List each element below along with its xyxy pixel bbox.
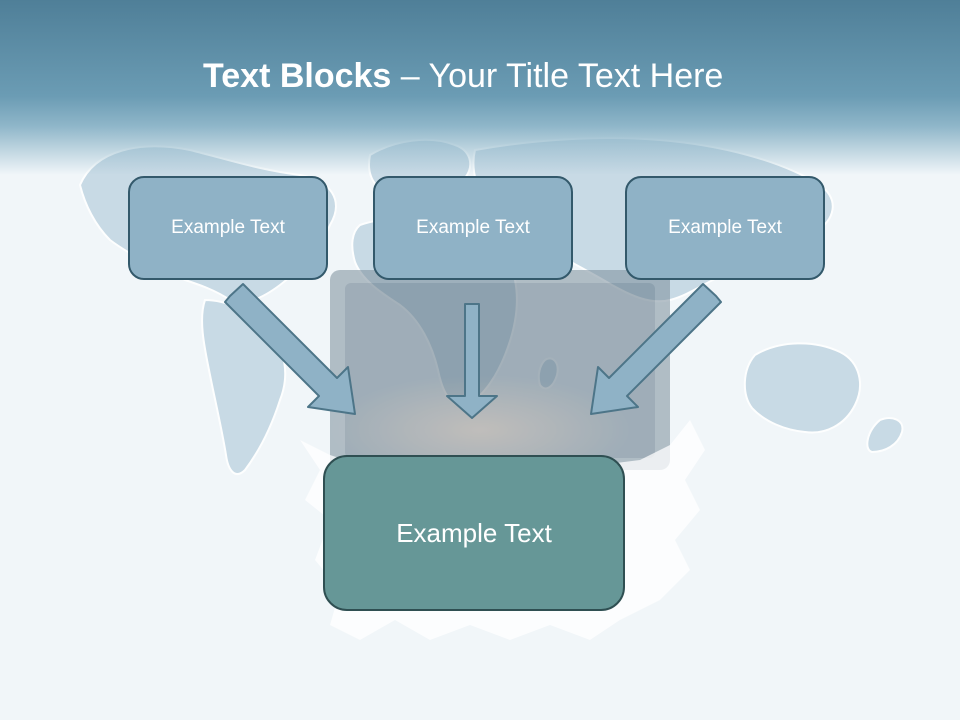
arrow-right — [590, 283, 722, 415]
header-band — [0, 0, 960, 175]
text-box-top-center[interactable]: Example Text — [373, 176, 573, 280]
text-box-top-left-label: Example Text — [171, 217, 285, 238]
arrow-center — [446, 303, 498, 419]
text-box-top-right[interactable]: Example Text — [625, 176, 825, 280]
title-bold-part: Text Blocks — [203, 57, 392, 95]
text-box-top-left[interactable]: Example Text — [128, 176, 328, 280]
text-box-top-center-label: Example Text — [416, 217, 530, 238]
slide-title: Text Blocks – Your Title Text Here — [203, 54, 723, 98]
text-box-bottom-label: Example Text — [396, 517, 552, 548]
arrow-left — [224, 283, 356, 415]
text-box-top-right-label: Example Text — [668, 217, 782, 238]
text-box-bottom[interactable]: Example Text — [323, 455, 625, 611]
title-separator: – — [391, 57, 429, 95]
title-rest-part: Your Title Text Here — [428, 57, 724, 95]
